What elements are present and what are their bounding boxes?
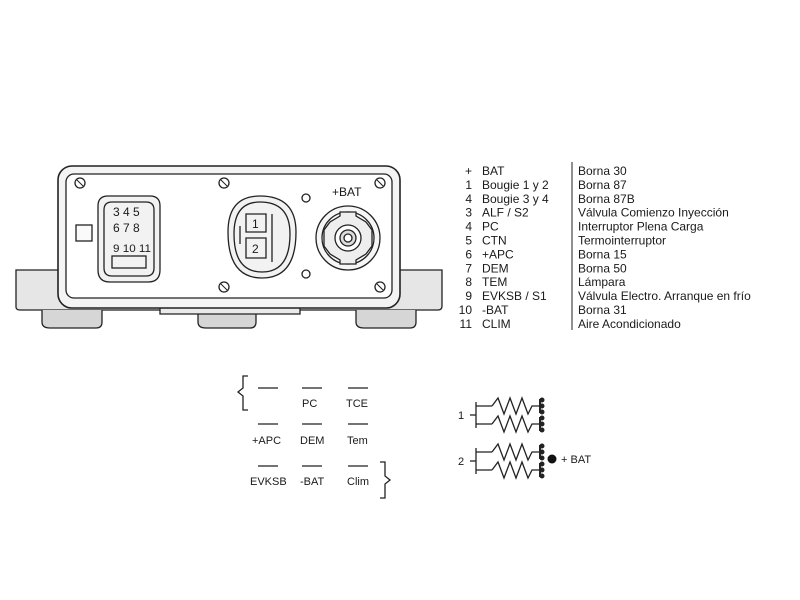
connector-a-pins-mid: 6 7 8 — [113, 221, 140, 235]
connector-face-view — [236, 375, 392, 499]
legend-pin-desc: Borna 87 — [578, 178, 627, 192]
connector-b-pin-2: 2 — [252, 242, 259, 256]
legend-pin-id: 8 — [465, 275, 472, 289]
circuit-label-1: 1 — [458, 410, 464, 422]
legend-pin-name: CTN — [482, 234, 507, 248]
resistor-icon — [491, 414, 540, 434]
glow-plug-circuit — [470, 396, 541, 480]
pin-dem: DEM — [300, 435, 324, 447]
indicator-square — [75, 224, 93, 242]
connector-a — [97, 195, 161, 283]
legend-pin-id: 5 — [465, 234, 472, 248]
legend-pin-name: TEM — [482, 275, 507, 289]
resistor-icon — [491, 396, 540, 416]
ground-icon — [539, 397, 545, 479]
legend-pin-desc: Lámpara — [578, 275, 626, 289]
connector-a-pins-top: 3 4 5 — [113, 205, 140, 219]
pin-clim: Clim — [347, 476, 369, 488]
legend-pin-id: 3 — [465, 206, 472, 220]
legend-pin-name: +APC — [482, 247, 514, 261]
legend-pin-name: Bougie 1 y 2 — [482, 178, 549, 192]
bat-node-dot — [547, 454, 557, 464]
circuit-label-2: 2 — [458, 456, 464, 468]
legend-pin-desc: Interruptor Plena Carga — [578, 220, 704, 234]
legend-pin-id: 11 — [460, 317, 473, 331]
legend-pin-desc: Termointerruptor — [578, 234, 666, 248]
mounting-foot-right — [355, 310, 417, 329]
legend-pin-desc: Borna 30 — [578, 164, 627, 178]
glow-relay-unit — [15, 165, 443, 329]
pin-pc: PC — [302, 398, 317, 410]
connector-b — [227, 195, 297, 279]
pin-tce: TCE — [346, 398, 368, 410]
pin-bat-neg: -BAT — [300, 476, 325, 488]
resistor-icon — [491, 460, 540, 480]
legend-pin-id: 4 — [465, 192, 472, 206]
latch-left — [236, 375, 248, 411]
legend-pin-desc: Borna 50 — [578, 261, 627, 275]
pin-tem: Tem — [347, 435, 368, 447]
pin-legend: + BAT Borna 30 1 Bougie 1 y 2 Borna 87 4 Bougie… — [459, 164, 751, 331]
vent-hole — [301, 269, 311, 279]
legend-pin-name: ALF / S2 — [482, 206, 529, 220]
connector-b-pin-1: 1 — [252, 217, 259, 231]
legend-pin-name: Bougie 3 y 4 — [482, 192, 549, 206]
legend-pin-name: -BAT — [482, 303, 509, 317]
bat-terminal-label: +BAT — [332, 185, 362, 199]
legend-pin-name: CLIM — [482, 317, 511, 331]
latch-right — [380, 461, 392, 499]
legend-pin-id: 9 — [465, 289, 472, 303]
battery-terminal — [315, 205, 381, 271]
legend-pin-id: + — [465, 164, 472, 178]
legend-pin-id: 6 — [465, 247, 472, 261]
legend-pin-id: 1 — [465, 178, 472, 192]
legend-pin-id: 7 — [465, 261, 472, 275]
legend-pin-desc: Borna 87B — [578, 192, 635, 206]
resistor-icon — [491, 442, 540, 462]
legend-pin-name: DEM — [482, 261, 509, 275]
circuit-bat-label: + BAT — [561, 454, 591, 466]
pin-evksb: EVKSB — [250, 476, 287, 488]
connector-a-pins-bottom: 9 10 11 — [113, 243, 151, 255]
mounting-foot-left — [41, 310, 103, 329]
pin-apc: +APC — [252, 435, 281, 447]
legend-pin-name: EVKSB / S1 — [482, 289, 547, 303]
legend-pin-desc: Aire Acondicionado — [578, 317, 681, 331]
legend-pin-name: BAT — [482, 164, 505, 178]
legend-pin-desc: Borna 31 — [578, 303, 627, 317]
legend-pin-desc: Válvula Electro. Arranque en frío — [578, 289, 751, 303]
legend-pin-id: 10 — [459, 303, 473, 317]
legend-pin-name: PC — [482, 220, 499, 234]
vent-hole — [301, 193, 311, 203]
legend-pin-desc: Borna 15 — [578, 247, 627, 261]
legend-pin-id: 4 — [465, 220, 472, 234]
legend-pin-desc: Válvula Comienzo Inyección — [578, 206, 729, 220]
